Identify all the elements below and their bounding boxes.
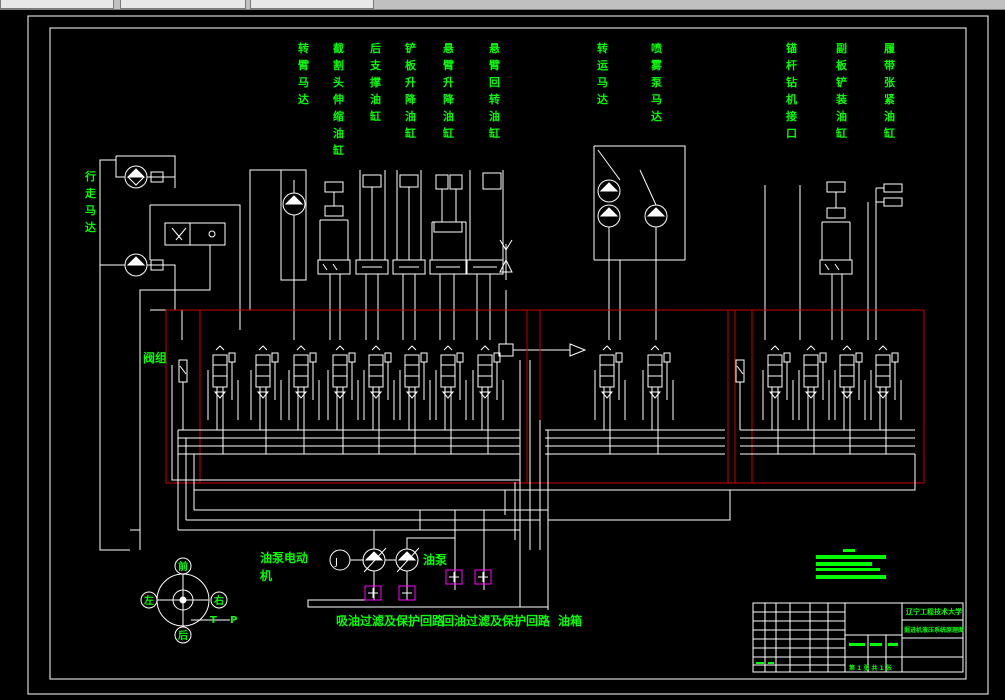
actuator-label-auxiliary-shovel: 副板铲装油缸 <box>835 41 848 140</box>
pressure-return-lines <box>171 360 916 610</box>
joystick-front-label: 前 <box>178 560 188 573</box>
electric-motor-icon <box>329 549 351 571</box>
joystick-back[interactable] <box>174 626 192 644</box>
directional-valve[interactable] <box>363 345 395 454</box>
actuator-label-boom-slew: 悬臂回转油缸 <box>488 42 500 140</box>
directional-valve[interactable] <box>472 345 504 454</box>
joystick-back-label: 后 <box>178 629 188 642</box>
flow-arrow-icon <box>569 343 587 357</box>
lock-valve-icon <box>392 259 426 275</box>
travel-motor-label: 行走马达 <box>84 169 96 234</box>
directional-valve[interactable] <box>834 345 866 454</box>
actuator-label-cutter-telescopic: 截割头伸缩油缸 <box>332 41 344 157</box>
directional-valve[interactable] <box>288 345 320 454</box>
oil-pump-label: 油泵 <box>423 552 447 567</box>
filter-icon <box>398 585 416 601</box>
cylinder-icon <box>826 181 846 193</box>
cylinder-icon <box>883 197 903 207</box>
actuator-group-right <box>593 145 903 340</box>
actuator-label-swing-motor: 转臂马达 <box>298 41 309 106</box>
cylinder-icon <box>883 183 903 193</box>
joystick-p-label: P <box>230 615 237 626</box>
gauge-icon <box>498 343 514 357</box>
directional-valve[interactable] <box>870 345 902 454</box>
actuator-label-bolter-interface: 锚杆钻机接口 <box>786 41 797 140</box>
directional-valve[interactable] <box>327 345 359 454</box>
joystick-right[interactable] <box>210 591 228 609</box>
filter-group <box>364 569 492 601</box>
actuator-label-spray-pump-motor: 喷雾泵马达 <box>650 41 663 123</box>
joystick-left[interactable] <box>140 591 158 609</box>
relief-valve-icon <box>735 359 745 430</box>
joystick-t-label: T <box>210 615 217 626</box>
valve-icon <box>433 221 463 233</box>
inner-border <box>49 27 967 680</box>
valve-group-block <box>165 309 925 484</box>
toolbar-tab[interactable] <box>0 0 114 9</box>
cylinder-icon <box>399 174 419 188</box>
filter-icon <box>474 569 492 585</box>
actuator-label-shovel-lift: 铲板升降油缸 <box>404 41 417 140</box>
transfer-motor-icon <box>597 179 621 203</box>
cylinder-icon <box>362 174 382 188</box>
directional-valve[interactable] <box>435 345 467 454</box>
oil-tank-label: 油箱 <box>558 613 582 628</box>
title-block-drawing-title: 掘进机液压系统原理图 <box>904 626 964 634</box>
suction-circuit-label: 吸油过滤及保护回路 <box>336 613 445 628</box>
pump-motor-label: 油泵电动机 <box>260 550 308 583</box>
joystick-front[interactable] <box>174 557 192 575</box>
directional-valve[interactable] <box>642 345 674 454</box>
control-joystick[interactable] <box>130 529 230 644</box>
title-block-school: 辽宁工程技术大学 <box>906 607 962 616</box>
joystick-left-label: 左 <box>143 594 154 607</box>
cylinder-icon <box>482 172 502 190</box>
filter-icon <box>364 585 382 601</box>
travel-motor-group <box>99 155 241 551</box>
window-toolbar <box>0 0 1005 10</box>
balance-valve-icon <box>819 259 853 275</box>
directional-valve[interactable] <box>594 345 626 454</box>
lock-valve-icon <box>355 259 389 275</box>
return-circuit-label: 回油过滤及保护回路 <box>442 613 551 628</box>
balance-valve-icon <box>317 259 351 275</box>
hydraulic-schematic-canvas[interactable]: 行走马达 转臂马达 截割头伸缩油缸 后支撑油缸 铲板升降油缸 悬臂升降油缸 悬臂… <box>0 10 1005 700</box>
actuator-group-left <box>249 169 587 357</box>
actuator-label-track-tension: 履带张紧油缸 <box>883 42 896 140</box>
title-block-sheet: 第 1 张 共 1 张 <box>848 664 893 672</box>
title-block-fill <box>756 643 898 664</box>
svg-text:J: J <box>334 557 338 568</box>
cylinder-icon <box>449 174 463 190</box>
directional-valve[interactable] <box>399 345 431 454</box>
directional-valve[interactable] <box>207 345 239 454</box>
directional-valve[interactable] <box>762 345 794 454</box>
brake-valve-icon <box>164 222 226 246</box>
valve-group-label: 阀组 <box>143 350 167 365</box>
pump-group: J <box>307 510 548 608</box>
joystick-right-label: 右 <box>213 594 224 607</box>
actuator-label-rear-support: 后支撑油缸 <box>369 41 382 123</box>
directional-valve[interactable] <box>250 345 282 454</box>
actuator-label-boom-lift: 悬臂升降油缸 <box>442 42 455 140</box>
cylinder-icon <box>826 207 846 219</box>
title-block <box>752 602 964 673</box>
outer-border <box>27 15 989 695</box>
filter-icon <box>445 569 463 585</box>
lock-valve-icon <box>429 259 467 275</box>
technical-notes <box>816 549 886 579</box>
cylinder-icon <box>324 205 344 217</box>
toolbar-tab[interactable] <box>120 0 246 9</box>
directional-valves <box>178 345 902 454</box>
directional-valve[interactable] <box>798 345 830 454</box>
cylinder-icon <box>435 174 449 190</box>
relief-valve-icon <box>178 359 188 430</box>
actuator-label-transfer-motor: 转运马达 <box>597 41 608 106</box>
toolbar-tab[interactable] <box>250 0 374 9</box>
cylinder-icon <box>324 181 344 193</box>
